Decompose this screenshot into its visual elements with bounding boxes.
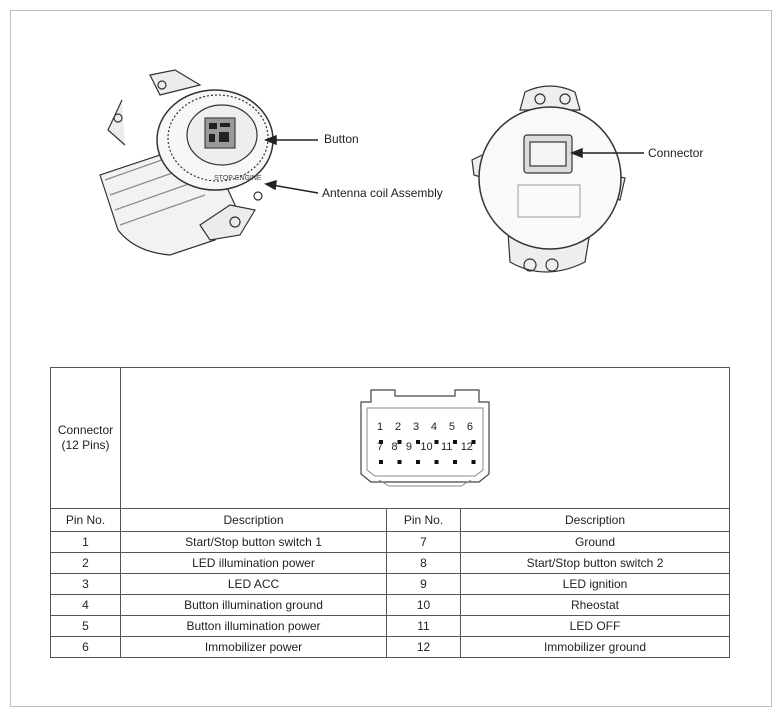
pin-terminal-9 <box>416 460 420 464</box>
pin-no-cell: 1 <box>50 531 121 553</box>
table-row: 5 Button illumination power 11 LED OFF <box>50 615 730 637</box>
connector-callout: Connector <box>648 146 704 160</box>
svg-text:STOP ENGINE: STOP ENGINE <box>214 175 262 182</box>
pin-no-cell: 8 <box>386 552 461 574</box>
pin-terminal-2 <box>397 440 402 444</box>
table-row: 4 Button illumination ground 10 Rheostat <box>50 594 730 616</box>
pin-number: 8 <box>391 441 398 453</box>
pin-number: 9 <box>405 441 413 453</box>
pin-terminal-11 <box>453 460 457 464</box>
pin-bottom-row: 7 8 9 10 11 12 <box>377 438 473 456</box>
pin-number: 10 <box>420 441 433 453</box>
pin-number: 11 <box>440 441 453 453</box>
description-cell: Button illumination power <box>120 615 387 637</box>
description-cell: LED ignition <box>460 573 730 595</box>
pin-no-cell: 5 <box>50 615 121 637</box>
table-row: 1 Start/Stop button switch 1 7 Ground <box>50 531 730 553</box>
pin-no-cell: 9 <box>386 573 461 595</box>
pin-terminal-12 <box>471 460 476 464</box>
pin-top-row: 1 2 3 4 5 6 <box>377 418 473 436</box>
description-cell: Ground <box>460 531 730 553</box>
pin-number: 4 <box>430 421 438 433</box>
description-cell: Rheostat <box>460 594 730 616</box>
description-cell: Immobilizer ground <box>460 636 730 658</box>
pin-number: 1 <box>377 421 384 433</box>
pin-terminal-5 <box>453 440 457 444</box>
pin-number: 7 <box>377 441 384 453</box>
header-pin-no-left: Pin No. <box>50 508 121 532</box>
pin-terminal-1 <box>379 440 383 444</box>
connector-row: Connector (12 Pins) 1 2 3 4 5 6 7 8 <box>50 367 730 509</box>
description-cell: Immobilizer power <box>120 636 387 658</box>
description-cell: Button illumination ground <box>120 594 387 616</box>
pin-no-cell: 2 <box>50 552 121 574</box>
header-description-right: Description <box>460 508 730 532</box>
description-cell: LED ACC <box>120 573 387 595</box>
rear-view-drawing <box>471 85 626 273</box>
description-cell: LED OFF <box>460 615 730 637</box>
connector-pinout-diagram <box>360 389 490 487</box>
pin-terminal-4 <box>434 440 439 444</box>
button-body-drawing: STOP ENGINE <box>99 69 274 256</box>
pin-number: 6 <box>466 421 473 433</box>
description-cell: Start/Stop button switch 2 <box>460 552 730 574</box>
callout-arrows <box>263 134 644 194</box>
antenna-callout: Antenna coil Assembly <box>322 186 443 200</box>
pin-no-cell: 4 <box>50 594 121 616</box>
table-row: 6 Immobilizer power 12 Immobilizer groun… <box>50 636 730 658</box>
header-pin-no-right: Pin No. <box>386 508 461 532</box>
table-row: 2 LED illumination power 8 Start/Stop bu… <box>50 552 730 574</box>
pin-number: 12 <box>460 441 473 453</box>
connector-label-cell: Connector (12 Pins) <box>50 367 121 509</box>
description-cell: LED illumination power <box>120 552 387 574</box>
header-description-left: Description <box>120 508 387 532</box>
pin-no-cell: 10 <box>386 594 461 616</box>
pin-no-cell: 7 <box>386 531 461 553</box>
pin-number: 2 <box>394 421 402 433</box>
connector-diagram-cell: 1 2 3 4 5 6 7 8 9 10 11 12 <box>120 367 730 509</box>
pin-terminal-3 <box>416 440 420 444</box>
pin-number: 3 <box>412 421 420 433</box>
pin-terminal-6 <box>471 440 476 444</box>
connector-label: Connector (12 Pins) <box>57 423 114 452</box>
pin-terminal-7 <box>379 460 383 464</box>
button-callout: Button <box>324 132 359 146</box>
pin-terminal-8 <box>397 460 402 464</box>
table-row: 3 LED ACC 9 LED ignition <box>50 573 730 595</box>
pin-dots <box>379 440 476 464</box>
pin-no-cell: 6 <box>50 636 121 658</box>
pin-number: 5 <box>448 421 455 433</box>
pin-terminal-10 <box>434 460 439 464</box>
pin-no-cell: 11 <box>386 615 461 637</box>
pin-no-cell: 12 <box>386 636 461 658</box>
switch-illustration: STOP ENGINE <box>99 69 644 273</box>
table-header-row: Pin No. Description Pin No. Description <box>50 508 730 532</box>
pin-table: Connector (12 Pins) 1 2 3 4 5 6 7 8 <box>50 367 730 658</box>
description-cell: Start/Stop button switch 1 <box>120 531 387 553</box>
pin-no-cell: 3 <box>50 573 121 595</box>
